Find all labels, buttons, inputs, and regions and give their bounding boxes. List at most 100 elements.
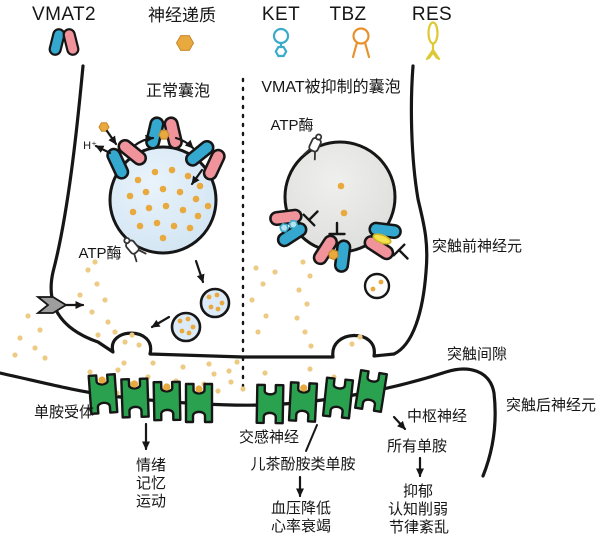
res-molecule [372,233,392,245]
neurotransmitter-dot [176,188,184,196]
catecholamine-label: 儿茶酚胺类单胺 [250,456,355,473]
presynaptic-neuron-label: 突触前神经元 [432,238,522,255]
neurotransmitter-dot [240,386,246,392]
neurotransmitter-dot [215,388,221,394]
outcome-emotion: 情绪 [136,457,166,474]
cycle-arrow [174,136,195,150]
neurotransmitter-dot [300,259,306,265]
neurotransmitter-dot [150,360,156,366]
atpase-pump-icon [123,237,147,263]
inhibition-tbar-icon [392,243,409,260]
legend-label-ket: KET [262,4,300,25]
neurotransmitter-dot [186,224,194,232]
bound-neurotransmitter-dot [195,385,203,393]
res-molecule-icon [425,21,441,61]
monoamine-receptor [353,369,389,413]
neurotransmitter-dot [214,292,220,298]
neurotransmitter-dot [179,328,185,334]
vmat2-transporter [145,116,183,150]
outcome-cognition: 认知削弱 [388,501,448,518]
neurotransmitter-dot [185,316,191,322]
neurotransmitter-dot [196,182,204,190]
neurotransmitter-dot [126,192,134,200]
neurotransmitter-dot [234,359,240,365]
neurotransmitter-dot [142,188,150,196]
small-vesicle [170,311,202,343]
atpase-pump-icon [303,133,323,161]
all-monoamines-label: 所有单胺 [387,438,447,455]
entering-neurotransmitter-hexagon [98,122,110,132]
monoamine-receptor [120,377,150,419]
neurotransmitter-dot [204,202,212,210]
atpase-label-left: ATP酶 [78,245,121,262]
neurotransmitter-dot [159,234,167,242]
monoamine-receptor [255,383,285,425]
neurotransmitter-dot [262,370,268,376]
small-vesicle [199,287,231,319]
neurotransmitter-dot [170,222,178,230]
neurotransmitter-dot [105,319,111,325]
central-nerve-label: 中枢神经 [407,408,467,425]
neurotransmitter-dot [349,341,355,347]
bound-neurotransmitter-dot [163,383,171,391]
vmat2-transporter [185,139,226,181]
neurotransmitter-dot [219,300,225,306]
neurotransmitter-dot [87,369,93,375]
vmat2-transporter-icon [48,28,80,56]
normal-vesicle-label: 正常囊泡 [146,82,210,100]
vmat2-transporter [363,221,402,261]
monoamine-receptor-label: 单胺受体 [34,404,94,421]
neurotransmitter-dot [226,368,232,374]
ket-molecule [279,223,290,233]
synaptic-cleft-label: 突触间隙 [447,346,507,363]
vmat2-transporter [312,234,352,273]
outcome-rhythm: 节律紊乱 [389,518,449,536]
inhibition-tbar-icon [302,210,319,227]
tbz-molecule [328,248,339,261]
neurotransmitter-dot [255,329,261,335]
neurotransmitter-dot [102,297,108,303]
neurotransmitter-dot [208,304,214,310]
neurotransmitter-dot [95,332,101,338]
neurotransmitter-dot [122,339,128,345]
neurotransmitter-dot [378,279,384,285]
ket-molecule [288,219,299,230]
neurotransmitter-dot [121,360,127,366]
neurotransmitter-dot [263,313,269,319]
monoamine-receptor [87,372,119,416]
neurotransmitter-dot [211,371,217,377]
bound-neurotransmitter-dot [300,384,308,392]
outcome-memory: 记忆 [136,475,166,492]
neurotransmitter-dot [249,297,255,303]
neurotransmitter-dot [194,212,202,220]
neurotransmitter-dot [253,265,259,271]
neurotransmitter-dot [77,292,83,298]
monoamine-receptor [321,376,355,420]
outcome-blood-pressure: 血压降低 [271,500,331,517]
neurotransmitter-dot [228,379,234,385]
neurotransmitter-dot [370,286,376,292]
neurotransmitter-dot [162,202,170,210]
neurotransmitter-dot [177,318,183,324]
bound-neurotransmitter-dot [130,380,139,388]
vmat2-transporter [106,138,147,180]
sympathetic-nerve-label: 交感神经 [239,428,299,446]
legend: VMAT2 神经递质 KET TBZ RES [32,4,452,61]
central-leader-arrow [392,415,407,431]
presynaptic-membrane [49,64,429,359]
legend-label-neurotransmitter: 神经递质 [148,6,216,25]
neurotransmitter-dot [307,273,313,279]
neurotransmitter-dot [337,182,345,190]
neurotransmitter-dot [115,367,121,373]
empty-vesicle [363,272,391,300]
neurotransmitter-dot [42,355,48,361]
neurotransmitter-dot [112,329,118,335]
vesicle-transport-arrow [194,259,205,284]
neurotransmitter-dot [12,352,18,358]
legend-label-res: RES [412,4,452,25]
neurotransmitter-dot [215,306,221,312]
atpase-label-right: ATP酶 [270,117,313,134]
neurotransmitter-dot [129,208,137,216]
vmat2-transporter [269,208,308,248]
sympathetic-leader-line [305,424,318,452]
